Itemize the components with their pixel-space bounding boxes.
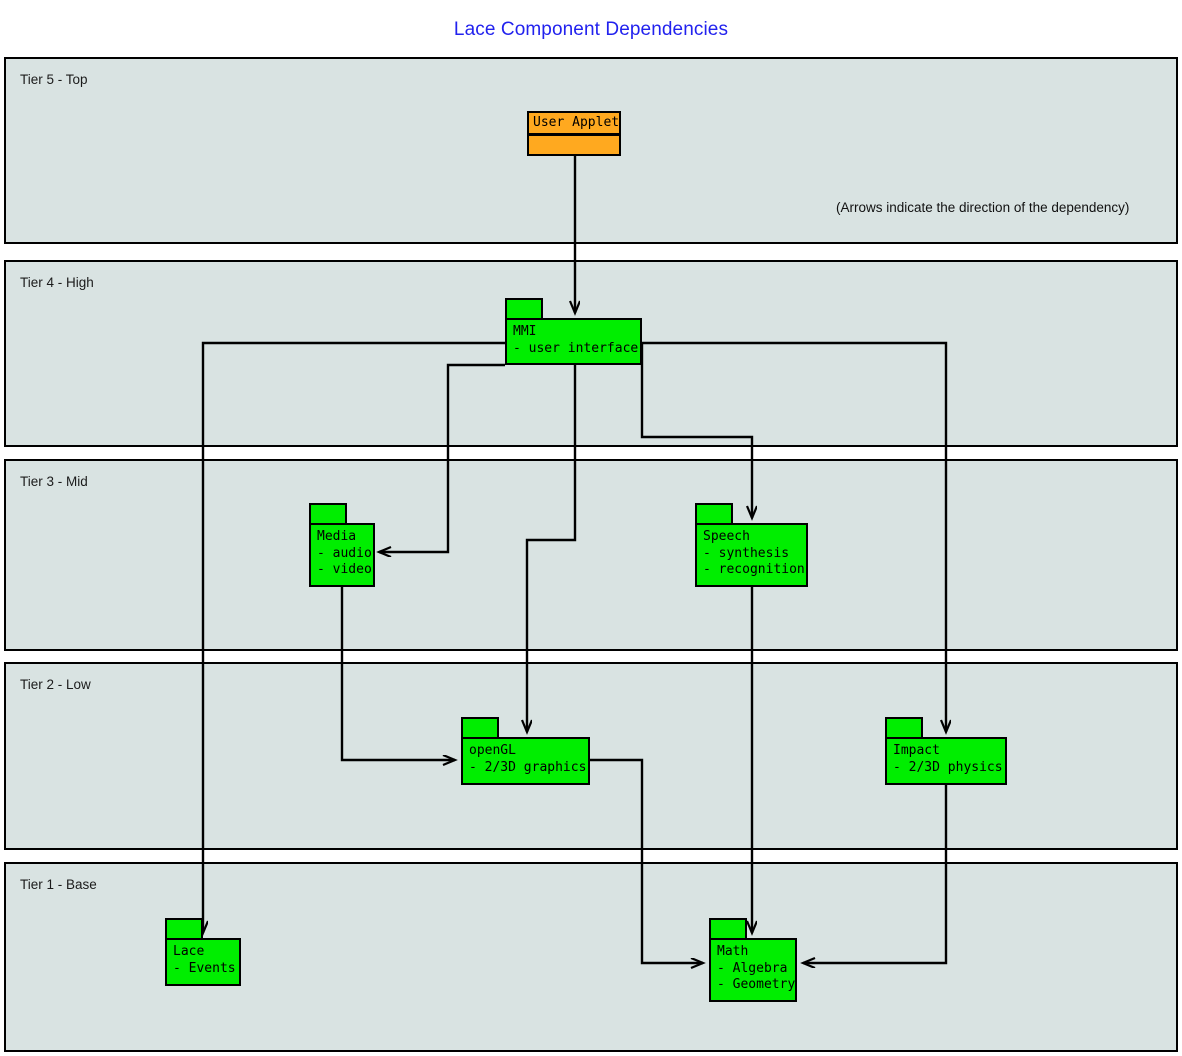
component-detail: - user interface [513, 340, 639, 356]
component-label: Media [317, 529, 357, 544]
component-body [527, 134, 621, 156]
component-body: MMI- user interface [505, 318, 642, 365]
component-user-applet[interactable]: User Applet [527, 111, 621, 156]
package-tab [461, 717, 499, 739]
connector-mmi-to-impact [642, 341, 946, 732]
component-body: Media- audio- video [309, 523, 375, 587]
component-body: Math- Algebra- Geometry [709, 938, 797, 1002]
component-label: User Applet [527, 111, 621, 135]
component-label: Speech [703, 529, 750, 544]
tier-tier3: Tier 3 - Mid [4, 459, 1178, 651]
connector-mmi-to-media [379, 363, 505, 552]
connector-impact-to-math [803, 785, 948, 963]
package-tab [885, 717, 923, 739]
tier-label: Tier 5 - Top [20, 72, 88, 87]
connector-mmi-to-opengl [527, 365, 577, 732]
package-tab [309, 503, 347, 525]
component-impact[interactable]: Impact- 2/3D physics [885, 717, 1007, 785]
component-body: Speech- synthesis- recognition [695, 523, 808, 587]
connector-mmi-to-lace [203, 341, 505, 933]
connector-media-to-opengl [340, 587, 455, 760]
component-detail: - audio [317, 545, 372, 561]
component-detail: - Events [173, 960, 236, 976]
legend-note: (Arrows indicate the direction of the de… [836, 200, 1130, 215]
component-mmi[interactable]: MMI- user interface [505, 298, 642, 365]
package-tab [505, 298, 543, 320]
component-detail: - 2/3D physics [893, 759, 1003, 775]
component-label: MMI [513, 324, 537, 339]
connector-opengl-to-math [590, 758, 703, 963]
component-math[interactable]: Math- Algebra- Geometry [709, 918, 797, 1002]
component-opengl[interactable]: openGL- 2/3D graphics [461, 717, 590, 785]
package-tab [165, 918, 203, 940]
component-body: Impact- 2/3D physics [885, 737, 1007, 785]
tier-tier2: Tier 2 - Low [4, 662, 1178, 850]
component-label: Lace [173, 944, 205, 959]
component-detail: - video [317, 562, 372, 577]
component-detail: - synthesis [703, 545, 790, 561]
component-detail: - 2/3D graphics [469, 759, 587, 775]
connector-mmi-to-speech [640, 343, 752, 518]
component-lace[interactable]: Lace- Events [165, 918, 241, 986]
component-media[interactable]: Media- audio- video [309, 503, 375, 587]
component-body: Lace- Events [165, 938, 241, 986]
component-label: Math [717, 944, 749, 959]
component-label: Impact [893, 743, 940, 758]
tier-label: Tier 2 - Low [20, 677, 91, 692]
package-tab [709, 918, 747, 940]
component-body: openGL- 2/3D graphics [461, 737, 590, 785]
component-detail: - Algebra [717, 960, 788, 976]
tier-label: Tier 3 - Mid [20, 474, 88, 489]
package-tab [695, 503, 733, 525]
tier-label: Tier 4 - High [20, 275, 94, 290]
component-detail: - recognition [703, 562, 805, 577]
component-speech[interactable]: Speech- synthesis- recognition [695, 503, 808, 587]
page-title: Lace Component Dependencies [453, 19, 729, 40]
component-detail: - Geometry [717, 977, 796, 992]
tier-label: Tier 1 - Base [20, 877, 97, 892]
component-label: openGL [469, 743, 516, 758]
